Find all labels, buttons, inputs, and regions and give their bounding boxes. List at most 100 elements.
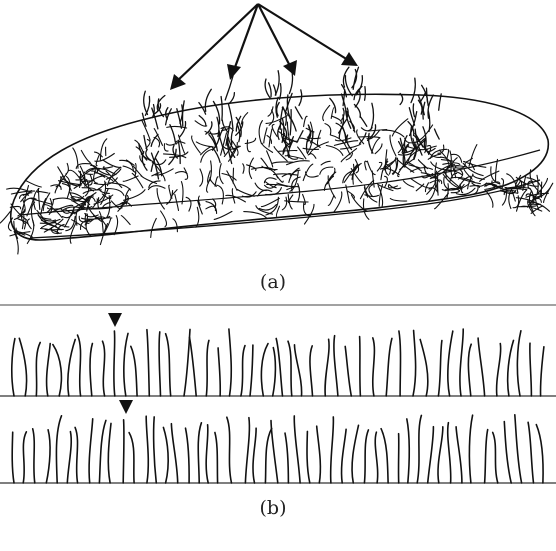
hair-stroke xyxy=(188,336,197,397)
hair-stroke xyxy=(281,196,288,211)
hair-stroke xyxy=(362,198,370,220)
hair-stroke xyxy=(246,139,251,153)
hair-stroke xyxy=(141,151,148,171)
hair-stroke xyxy=(384,158,390,176)
hair-stroke xyxy=(370,102,375,130)
hair-stroke xyxy=(427,110,431,133)
hair-stroke xyxy=(445,169,463,176)
hair-stroke xyxy=(426,425,435,484)
hair-stroke xyxy=(125,188,131,204)
hair-stroke xyxy=(87,204,102,222)
hair-stroke xyxy=(278,149,298,152)
hair-stroke xyxy=(462,162,484,177)
hair-stroke xyxy=(263,183,278,189)
hair-stroke xyxy=(517,205,537,208)
hair-stroke xyxy=(320,160,331,166)
hair-stroke xyxy=(145,138,151,149)
hair-stroke xyxy=(270,419,279,484)
hair-stroke xyxy=(10,337,16,397)
hair-stroke xyxy=(83,171,94,175)
hair-stroke xyxy=(40,198,47,215)
hair-stroke xyxy=(471,182,488,187)
hair-stroke xyxy=(43,218,64,233)
hair-stroke xyxy=(22,199,26,213)
hair-stroke xyxy=(145,148,152,162)
hair-stroke xyxy=(67,338,76,397)
hair-stroke xyxy=(334,137,352,142)
hair-stroke xyxy=(164,332,172,397)
hair-stroke xyxy=(446,149,450,160)
hair-stroke xyxy=(380,160,389,181)
hair-stroke xyxy=(397,140,406,168)
hair-stroke xyxy=(89,342,94,397)
hair-stroke xyxy=(120,215,131,226)
hair-stroke xyxy=(100,217,108,228)
hair-stroke xyxy=(451,176,475,183)
hair-stroke xyxy=(18,337,28,397)
hair-stroke xyxy=(346,107,349,119)
hair-stroke xyxy=(273,173,298,176)
hair-stroke xyxy=(327,194,335,206)
hair-stroke xyxy=(459,328,465,397)
hair-stroke xyxy=(195,141,214,148)
hair-stroke xyxy=(345,184,350,204)
hair-stroke xyxy=(183,328,191,397)
hair-stroke xyxy=(434,192,449,210)
hair-row-2 xyxy=(11,414,544,484)
hair-stroke xyxy=(389,134,397,157)
hair-stroke xyxy=(398,330,402,397)
hair-stroke xyxy=(267,106,274,117)
hair-stroke xyxy=(197,200,203,215)
hair-stroke xyxy=(291,176,301,192)
hair-stroke xyxy=(211,146,221,164)
hair-stroke xyxy=(151,172,160,177)
hair-stroke xyxy=(351,424,360,484)
hair-stroke xyxy=(236,123,241,143)
hair-stroke xyxy=(463,160,487,168)
hair-stroke xyxy=(341,107,345,121)
hair-row-1 xyxy=(10,328,545,397)
hair-stroke xyxy=(45,429,51,484)
hair-stroke xyxy=(345,152,354,161)
hair-stroke xyxy=(71,219,87,230)
hair-stroke xyxy=(484,189,494,208)
hair-stroke xyxy=(84,212,90,224)
hair-stroke xyxy=(437,426,444,484)
caption-a: (a) xyxy=(259,271,287,293)
hair-stroke xyxy=(289,108,292,136)
hair-stroke xyxy=(443,165,466,173)
hair-stroke xyxy=(85,167,106,173)
hair-stroke xyxy=(60,208,70,214)
hair-stroke xyxy=(141,112,147,127)
hair-stroke xyxy=(33,187,40,210)
hair-stroke xyxy=(324,338,330,397)
hair-stroke xyxy=(158,331,162,397)
hair-stroke xyxy=(438,149,450,167)
hair-stroke xyxy=(389,197,408,202)
hair-stroke xyxy=(52,197,73,201)
hair-stroke xyxy=(284,432,290,484)
hair-stroke xyxy=(168,184,172,198)
hair-stroke xyxy=(72,147,79,169)
hair-stroke xyxy=(221,172,237,181)
hair-stroke xyxy=(457,169,464,180)
hair-stroke xyxy=(406,418,411,484)
hair-stroke xyxy=(172,218,178,233)
hair-stroke xyxy=(468,414,474,484)
hair-stroke xyxy=(287,340,293,397)
hair-stroke xyxy=(220,95,223,121)
hair-stroke xyxy=(424,182,430,193)
hair-stroke xyxy=(265,187,282,196)
hair-stroke xyxy=(249,344,254,397)
hair-stroke xyxy=(303,203,315,225)
hair-stroke xyxy=(491,180,502,188)
hair-stroke xyxy=(122,165,137,174)
hair-stroke xyxy=(388,184,402,190)
hair-stroke xyxy=(258,203,277,211)
hair-stroke xyxy=(150,152,160,180)
hair-stroke xyxy=(514,174,522,189)
hair-stroke xyxy=(11,431,15,484)
hair-stroke xyxy=(353,103,361,118)
hair-stroke xyxy=(297,146,307,160)
hair-stroke xyxy=(162,153,187,159)
